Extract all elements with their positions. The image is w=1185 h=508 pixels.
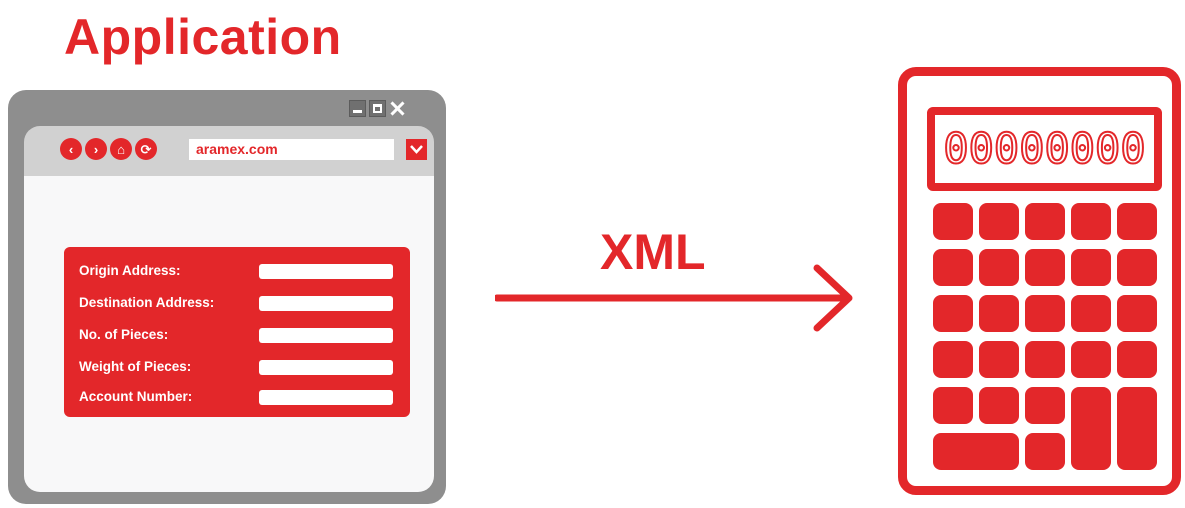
calculator-key <box>1117 203 1157 240</box>
calculator-key <box>1071 295 1111 332</box>
calculator-key <box>1025 341 1065 378</box>
calculator-key <box>1117 387 1157 470</box>
xml-label: XML <box>600 224 706 280</box>
account-number-label: Account Number: <box>79 389 193 404</box>
form-row-destination: Destination Address: <box>79 294 399 314</box>
pieces-input[interactable] <box>259 328 393 343</box>
account-number-input[interactable] <box>259 390 393 405</box>
calculator-key <box>1025 295 1065 332</box>
weight-label: Weight of Pieces: <box>79 359 192 374</box>
maximize-icon[interactable] <box>369 100 386 117</box>
nav-buttons: ‹ › ⌂ ⟳ <box>60 138 157 160</box>
calculator-key <box>1071 203 1111 240</box>
back-icon[interactable]: ‹ <box>60 138 82 160</box>
browser-toolbar: ‹ › ⌂ ⟳ aramex.com <box>24 126 434 176</box>
form-row-weight: Weight of Pieces: <box>79 358 399 378</box>
destination-address-input[interactable] <box>259 296 393 311</box>
calculator-key <box>979 295 1019 332</box>
pieces-label: No. of Pieces: <box>79 327 169 342</box>
refresh-icon[interactable]: ⟳ <box>135 138 157 160</box>
calculator-key <box>933 203 973 240</box>
address-bar[interactable]: aramex.com <box>189 139 394 160</box>
calculator-key <box>1071 249 1111 286</box>
calculator-key <box>933 341 973 378</box>
origin-address-input[interactable] <box>259 264 393 279</box>
calculator-key <box>933 249 973 286</box>
calculator-key <box>1025 249 1065 286</box>
calculator-key <box>979 387 1019 424</box>
calculator-key <box>933 433 1019 470</box>
destination-address-label: Destination Address: <box>79 295 215 310</box>
application-title: Application <box>64 9 342 65</box>
form-row-account: Account Number: <box>79 388 399 408</box>
calculator-key <box>933 387 973 424</box>
form-row-origin: Origin Address: <box>79 262 399 282</box>
home-icon[interactable]: ⌂ <box>110 138 132 160</box>
calculator-key <box>1071 341 1111 378</box>
display-digits: 00000000 <box>942 124 1146 173</box>
calculator-icon: 00000000 <box>898 67 1181 495</box>
origin-address-label: Origin Address: <box>79 263 181 278</box>
minimize-icon[interactable] <box>349 100 366 117</box>
calculator-key <box>1117 249 1157 286</box>
forward-icon[interactable]: › <box>85 138 107 160</box>
calculator-key <box>1071 387 1111 470</box>
calculator-key <box>1025 203 1065 240</box>
calculator-key <box>979 203 1019 240</box>
close-icon[interactable] <box>389 100 406 117</box>
calculator-key <box>1025 387 1065 424</box>
form-row-pieces: No. of Pieces: <box>79 326 399 346</box>
calculator-key <box>1117 341 1157 378</box>
chevron-down-icon[interactable] <box>406 139 427 160</box>
calculator-key <box>1117 295 1157 332</box>
window-controls <box>349 100 406 117</box>
calculator-key <box>979 249 1019 286</box>
right-arrow-icon <box>495 264 853 332</box>
calculator-key <box>1025 433 1065 470</box>
calculator-key <box>933 295 973 332</box>
shipment-form: Origin Address: Destination Address: No.… <box>64 247 410 417</box>
page-content: Origin Address: Destination Address: No.… <box>24 176 434 492</box>
weight-input[interactable] <box>259 360 393 375</box>
browser-window: ‹ › ⌂ ⟳ aramex.com Origin Address: Desti… <box>8 90 446 504</box>
calculator-key <box>979 341 1019 378</box>
calculator-display: 00000000 <box>927 107 1162 191</box>
